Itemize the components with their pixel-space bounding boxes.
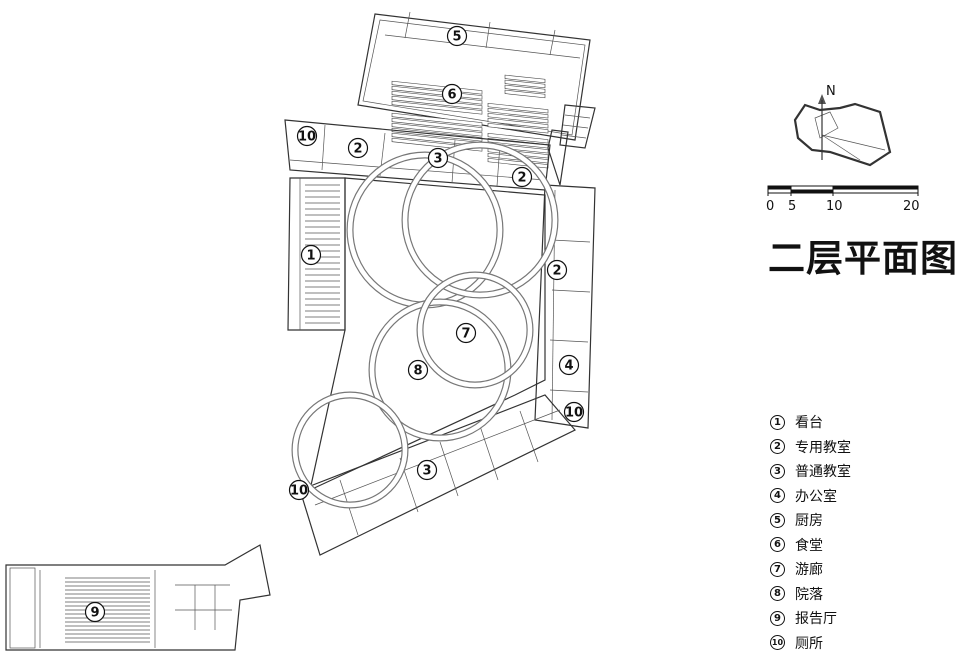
room-markers: 1 2 2 2 3 3 4 5 6 7 8 9 10 10 10 [84, 25, 585, 623]
scale-label-10: 10 [826, 199, 843, 214]
svg-text:1: 1 [306, 249, 315, 264]
svg-text:3: 3 [433, 152, 442, 167]
legend-number: 5 [770, 512, 785, 528]
seat-row [504, 79, 546, 89]
room-marker: 4 [558, 354, 580, 376]
svg-text:10: 10 [290, 484, 308, 499]
room-marker: 2 [511, 166, 533, 188]
legend-item: 9 报告厅 [770, 606, 851, 631]
legend-label: 看台 [795, 415, 823, 432]
north-label: N [826, 84, 836, 99]
svg-text:7: 7 [461, 327, 470, 342]
scale-label-20: 20 [903, 199, 920, 214]
room-marker: 10 [296, 125, 318, 147]
svg-text:10: 10 [298, 130, 316, 145]
seat-row [487, 102, 549, 114]
room-marker: 3 [427, 147, 449, 169]
svg-text:3: 3 [422, 464, 431, 479]
legend-number: 8 [770, 586, 785, 602]
legend-number: 1 [770, 414, 785, 430]
legend-number: 9 [770, 610, 785, 626]
seat-row [391, 117, 483, 132]
room-marker: 10 [563, 401, 585, 423]
seat-row [487, 122, 549, 134]
scale-bar [767, 185, 919, 196]
room-marker: 3 [416, 459, 438, 481]
room-marker: 10 [288, 479, 310, 501]
legend-item: 2 专用教室 [770, 435, 851, 460]
legend-item: 3 普通教室 [770, 459, 851, 484]
room-marker: 8 [407, 359, 429, 381]
svg-text:9: 9 [90, 606, 99, 621]
room-marker: 2 [546, 259, 568, 281]
seat-row [487, 112, 549, 124]
legend-label: 报告厅 [795, 611, 837, 628]
legend-item: 5 厨房 [770, 508, 851, 533]
north-arrow [793, 94, 892, 167]
legend-number: 4 [770, 488, 785, 504]
seat-row [391, 95, 483, 110]
room-marker: 5 [446, 25, 468, 47]
legend-label: 厨房 [795, 513, 823, 530]
right-classroom-wing [534, 184, 596, 429]
seat-row [504, 89, 546, 99]
legend-number: 2 [770, 439, 785, 455]
legend-number: 7 [770, 561, 785, 577]
legend-number: 3 [770, 463, 785, 479]
legend-label: 厕所 [795, 635, 823, 652]
seat-row [487, 107, 549, 119]
seat-row [487, 117, 549, 129]
legend-label: 普通教室 [795, 464, 851, 481]
courtyard-outline [309, 177, 546, 492]
seat-row [391, 122, 483, 137]
scale-label-5: 5 [788, 199, 797, 214]
seat-row [391, 100, 483, 115]
seat-row [391, 112, 483, 127]
room-marker: 7 [455, 322, 477, 344]
svg-text:8: 8 [413, 364, 422, 379]
legend-number: 10 [770, 635, 785, 651]
plan-title: 二层平面图 [768, 237, 958, 280]
legend-item: 7 游廊 [770, 557, 851, 582]
legend-item: 1 看台 [770, 410, 851, 435]
svg-text:6: 6 [447, 88, 456, 103]
scale-label-0: 0 [766, 199, 775, 214]
auditorium-block [5, 544, 271, 651]
svg-text:2: 2 [517, 171, 526, 186]
seat-row [504, 84, 546, 94]
room-marker: 9 [84, 601, 106, 623]
seat-row [504, 74, 546, 84]
legend-item: 6 食堂 [770, 533, 851, 558]
legend: 1 看台 2 专用教室 3 普通教室 4 办公室 5 厨房 6 食堂 7 游廊 8 院落 9 报告… [770, 410, 851, 655]
room-marker: 6 [441, 83, 463, 105]
room-marker: 2 [347, 137, 369, 159]
legend-item: 4 办公室 [770, 484, 851, 509]
legend-item: 8 院落 [770, 582, 851, 607]
legend-label: 游廊 [795, 562, 823, 579]
legend-label: 院落 [795, 586, 823, 603]
svg-text:10: 10 [565, 406, 583, 421]
legend-number: 6 [770, 537, 785, 553]
seat-row [391, 90, 483, 105]
room-marker: 1 [300, 244, 322, 266]
svg-text:5: 5 [452, 30, 461, 45]
walkway-arcs [291, 141, 559, 509]
legend-label: 食堂 [795, 537, 823, 554]
legend-item: 10 厕所 [770, 631, 851, 656]
svg-text:4: 4 [564, 359, 573, 374]
legend-label: 办公室 [795, 488, 837, 505]
legend-label: 专用教室 [795, 439, 851, 456]
svg-text:2: 2 [552, 264, 561, 279]
seat-row [487, 132, 549, 144]
svg-text:2: 2 [353, 142, 362, 157]
